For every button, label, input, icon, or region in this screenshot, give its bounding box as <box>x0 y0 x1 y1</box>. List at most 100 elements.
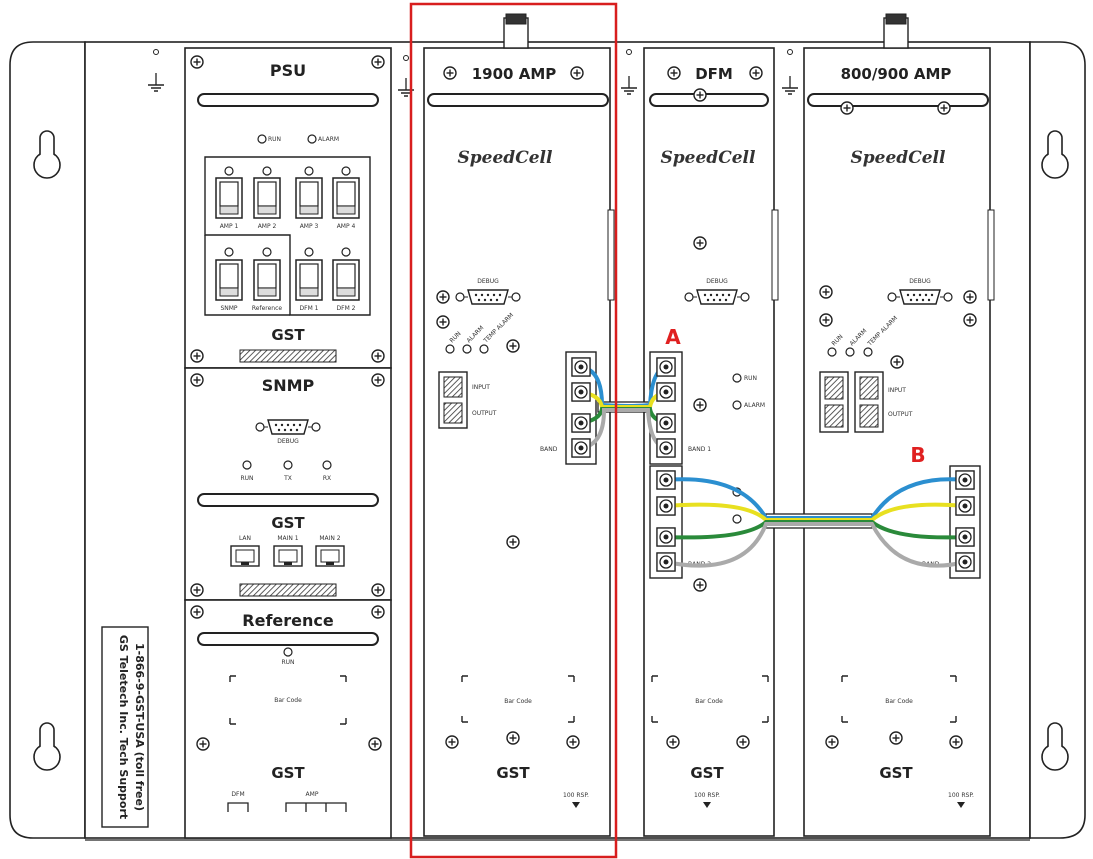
dfm-barcode: Bar Code <box>695 698 723 705</box>
reference-led-label: RUN <box>281 659 294 666</box>
reference-handle[interactable] <box>197 632 379 646</box>
dfm-port-label: DEBUG <box>706 278 728 285</box>
psu-title: PSU <box>270 61 306 80</box>
psu-switch-dfm1[interactable]: DFM 1 <box>295 247 323 312</box>
screw-icon <box>693 398 707 412</box>
reference-module: Reference RUN Bar Code GST DFM AMP <box>184 599 392 839</box>
amp800-io-label: OUTPUT <box>888 411 913 418</box>
screw-icon <box>190 605 204 619</box>
screw-icon <box>436 315 450 329</box>
amp1900-port-label: DEBUG <box>477 278 499 285</box>
dfm-title: DFM <box>695 65 733 83</box>
screw-icon <box>190 55 204 69</box>
reference-bottom-label: DFM <box>231 791 244 798</box>
screw-icon <box>371 605 385 619</box>
snmp-port-label: DEBUG <box>277 438 299 445</box>
amp1900-io-label: INPUT <box>472 384 490 391</box>
amp800-port-label: DEBUG <box>909 278 931 285</box>
main2-port[interactable] <box>315 545 345 567</box>
led-rx-icon <box>322 460 332 470</box>
amp1900-title: 1900 AMP <box>472 65 557 83</box>
gst-logo: GST <box>496 764 530 782</box>
amp800-handle[interactable] <box>807 93 989 107</box>
reference-title: Reference <box>242 611 334 630</box>
screw-icon <box>890 355 904 369</box>
psu-switch-amp2[interactable]: AMP 2 <box>253 166 281 230</box>
psu-switch-label: DFM 1 <box>300 305 319 312</box>
psu-led-run-label: RUN <box>268 136 281 143</box>
highlight-box <box>409 2 618 859</box>
screw-icon <box>506 731 520 745</box>
screw-icon <box>371 349 385 363</box>
screw-icon <box>667 66 681 80</box>
snmp-vent <box>239 583 337 597</box>
amp1900-io-label: OUTPUT <box>472 410 497 417</box>
dfm-rsp: 100 RSP. <box>694 792 720 799</box>
psu-switch-amp1[interactable]: AMP 1 <box>215 166 243 230</box>
psu-switch-reference[interactable]: Reference <box>252 247 283 312</box>
snmp-led-label: RX <box>323 475 331 482</box>
screw-icon <box>693 88 707 102</box>
psu-switch-amp3[interactable]: AMP 3 <box>295 166 323 230</box>
psu-switch-label: Reference <box>252 305 283 312</box>
screw-icon <box>368 737 382 751</box>
led-run-icon <box>283 647 293 657</box>
amp1900-band-label: BAND <box>540 446 558 453</box>
led-alarm-icon <box>845 347 855 357</box>
led-temp-alarm-icon <box>863 347 873 357</box>
screw-icon <box>889 731 903 745</box>
amp800-rsp: 100 RSP. <box>948 792 974 799</box>
screw-icon <box>443 66 457 80</box>
screw-icon <box>963 290 977 304</box>
amp800-brand: SpeedCell <box>851 148 946 168</box>
snmp-title: SNMP <box>262 376 315 395</box>
screw-icon <box>506 535 520 549</box>
ground-icon <box>620 49 638 95</box>
led-run-icon <box>257 134 267 144</box>
lan-port[interactable] <box>230 545 260 567</box>
chassis-right-flange <box>1029 41 1086 839</box>
screw-icon <box>436 290 450 304</box>
amp1900-handle[interactable] <box>427 93 609 107</box>
snmp-jack-label: MAIN 2 <box>319 535 340 542</box>
screw-icon <box>963 313 977 327</box>
led-alarm-icon <box>307 134 317 144</box>
led-run-icon <box>827 347 837 357</box>
screw-icon <box>693 578 707 592</box>
main1-port[interactable] <box>273 545 303 567</box>
ground-icon <box>147 49 165 92</box>
screw-icon <box>693 236 707 250</box>
amp800-module: 800/900 AMP SpeedCell DEBUG RUN ALARM TE… <box>803 13 995 837</box>
tech-support-label: GS Teletech Inc. Tech Support 1-866-9-GS… <box>101 626 149 828</box>
screw-icon <box>566 735 580 749</box>
screw-icon <box>840 101 854 115</box>
support-line-2: 1-866-9-GST-USA (toll free) <box>133 643 146 811</box>
gst-logo: GST <box>271 764 305 782</box>
screw-icon <box>825 735 839 749</box>
screw-icon <box>736 735 750 749</box>
gst-logo: GST <box>879 764 913 782</box>
psu-switch-dfm2[interactable]: DFM 2 <box>332 247 360 312</box>
psu-module: PSU RUN ALARM AMP 1 AMP 2 AMP 3 AMP 4 SN… <box>184 47 392 369</box>
amp1900-barcode: Bar Code <box>504 698 532 705</box>
dfm-led-label: RUN <box>744 375 757 382</box>
ground-icon <box>781 49 799 95</box>
led-tx-icon <box>283 460 293 470</box>
psu-switch-amp4[interactable]: AMP 4 <box>332 166 360 230</box>
cable-b-gray <box>665 522 966 568</box>
dfm-led-label: ALARM <box>744 402 765 409</box>
snmp-handle[interactable] <box>197 493 379 507</box>
support-line-1: GS Teletech Inc. Tech Support <box>117 635 130 819</box>
screw-icon <box>570 66 584 80</box>
psu-handle[interactable] <box>197 93 379 107</box>
led-run-icon <box>242 460 252 470</box>
psu-switch-snmp[interactable]: SNMP <box>215 247 243 312</box>
psu-switch-label: DFM 2 <box>337 305 356 312</box>
dfm-brand: SpeedCell <box>661 148 756 168</box>
snmp-jack-label: MAIN 1 <box>277 535 298 542</box>
dfm-handle[interactable] <box>649 93 769 107</box>
psu-switch-label: SNMP <box>220 305 237 312</box>
screw-icon <box>666 735 680 749</box>
gst-logo: GST <box>690 764 724 782</box>
